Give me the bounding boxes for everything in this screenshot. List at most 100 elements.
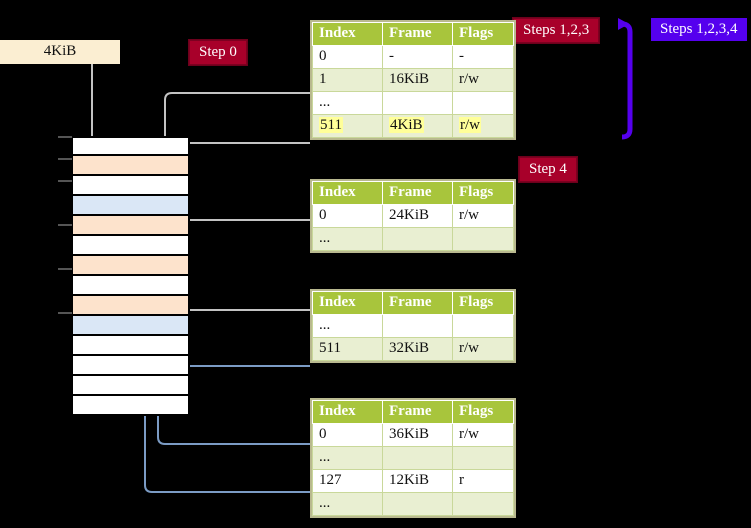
memory-frame-row: [71, 336, 190, 356]
cell-flags: [452, 314, 514, 338]
memory-frame-row: [71, 356, 190, 376]
step-0-badge: Step 0: [189, 40, 247, 65]
column-header-frame: Frame: [382, 400, 453, 424]
tick-mark: [58, 312, 72, 314]
memory-frame-row: [71, 396, 190, 416]
steps-123-badge: Steps 1,2,3: [513, 18, 600, 43]
table-row: 0--: [312, 45, 514, 69]
cell-frame: [382, 91, 453, 115]
cell-flags: -: [452, 45, 514, 69]
cell-index: 0: [312, 204, 383, 228]
wire-table2-to-memory: [178, 219, 310, 266]
step-0-label: Step 0: [199, 44, 237, 60]
tick-mark: [58, 180, 72, 182]
cell-flags: [452, 492, 514, 516]
memory-frame-row: [71, 316, 190, 336]
column-header-flags: Flags: [452, 181, 514, 205]
cell-index: ...: [312, 314, 383, 338]
cell-flags: r/w: [452, 204, 514, 228]
steps-1234-badge: Steps 1,2,3,4: [651, 18, 747, 41]
column-header-index: Index: [312, 291, 383, 315]
column-header-index: Index: [312, 400, 383, 424]
cell-index: ...: [312, 227, 383, 251]
memory-size-label: 4KiB: [0, 40, 120, 64]
cell-flags: r/w: [452, 114, 514, 138]
tick-mark: [58, 268, 72, 270]
highlighted-value: 511: [319, 117, 343, 133]
tick-mark: [58, 224, 72, 226]
cell-index: ...: [312, 91, 383, 115]
highlighted-value: 4KiB: [389, 117, 424, 133]
column-header-flags: Flags: [452, 400, 514, 424]
table-row: 511 4KiB r/w: [312, 114, 514, 138]
cell-flags: [452, 91, 514, 115]
cell-flags: r/w: [452, 68, 514, 92]
cell-flags: r: [452, 469, 514, 493]
cell-frame: 16KiB: [382, 68, 453, 92]
cell-frame: [382, 492, 453, 516]
cell-index: 511: [312, 114, 383, 138]
cell-frame: 12KiB: [382, 469, 453, 493]
cell-frame: -: [382, 45, 453, 69]
column-header-flags: Flags: [452, 22, 514, 46]
column-header-frame: Frame: [382, 181, 453, 205]
physical-memory-column: [71, 136, 190, 416]
step-4-label: Step 4: [529, 161, 567, 177]
wire-memory-to-table2: [178, 142, 310, 217]
table-row: ...: [312, 314, 514, 338]
memory-frame-row: [71, 376, 190, 396]
column-header-frame: Frame: [382, 22, 453, 46]
column-header-index: Index: [312, 22, 383, 46]
memory-frame-row: [71, 196, 190, 216]
cell-frame: [382, 446, 453, 470]
cell-frame: 4KiB: [382, 114, 453, 138]
memory-size-text: 4KiB: [43, 43, 77, 59]
table-row: ...: [312, 91, 514, 115]
memory-frame-row: [71, 236, 190, 256]
steps-123-label: Steps 1,2,3: [523, 22, 590, 38]
table-row: ...: [312, 492, 514, 516]
memory-frame-row: [71, 256, 190, 276]
memory-frame-row: [71, 276, 190, 296]
table-row: ...: [312, 227, 514, 251]
tick-mark: [58, 158, 72, 160]
memory-frame-row: [71, 156, 190, 176]
memory-frame-row: [71, 216, 190, 236]
column-header-frame: Frame: [382, 291, 453, 315]
cell-index: ...: [312, 492, 383, 516]
table-row: ...: [312, 446, 514, 470]
cell-frame: 24KiB: [382, 204, 453, 228]
cell-index: 0: [312, 423, 383, 447]
column-header-flags: Flags: [452, 291, 514, 315]
cell-frame: [382, 314, 453, 338]
cell-frame: 36KiB: [382, 423, 453, 447]
steps-1234-label: Steps 1,2,3,4: [660, 21, 738, 37]
wire-steps-1234-bracket: [618, 18, 633, 140]
memory-frame-row: [71, 176, 190, 196]
cell-index: 0: [312, 45, 383, 69]
memory-tick-marks: [58, 136, 72, 416]
memory-frame-row: [71, 296, 190, 316]
column-header-index: Index: [312, 181, 383, 205]
cell-index: 127: [312, 469, 383, 493]
cell-frame: [382, 227, 453, 251]
cell-flags: r/w: [452, 337, 514, 361]
cell-index: 511: [312, 337, 383, 361]
cell-index: 1: [312, 68, 383, 92]
cell-index: ...: [312, 446, 383, 470]
tick-mark: [58, 136, 72, 138]
cell-frame: 32KiB: [382, 337, 453, 361]
cell-flags: [452, 227, 514, 251]
step-4-badge: Step 4: [519, 157, 577, 182]
cell-flags: [452, 446, 514, 470]
cell-flags: r/w: [452, 423, 514, 447]
